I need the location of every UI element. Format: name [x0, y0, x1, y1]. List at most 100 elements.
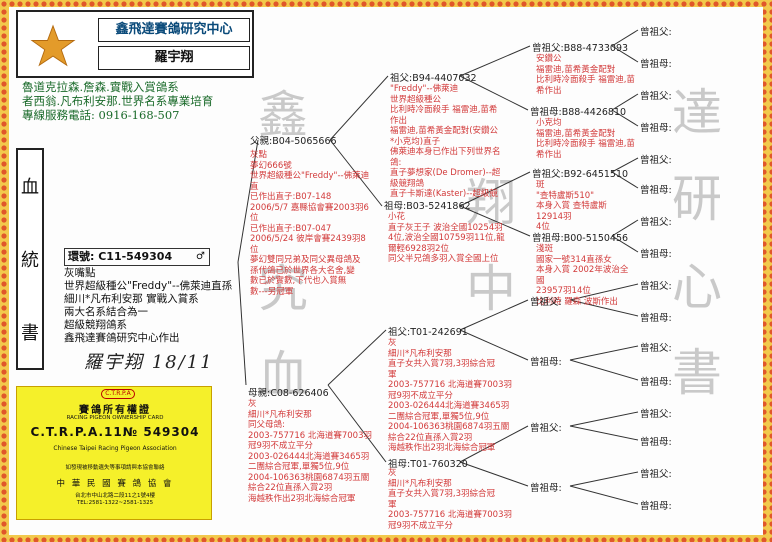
desc-line: 安鑽公: [536, 54, 562, 64]
desc-line: 世界超級種公"Freddy"--佛萊迪直: [250, 171, 370, 192]
intro-line: 者西翁.凡布利安那.世界名系專業培育: [22, 94, 214, 108]
gg-grandparent-label: 曾祖母:: [640, 377, 672, 388]
desc-line: 2006/5/24 彼岸會賽2439羽8位: [250, 234, 366, 255]
bird-info: 灰嘴點 世界超級種公"Freddy"--佛萊迪直孫 細川*凡布利安那 實戰入賞系…: [64, 267, 240, 345]
great-grandsire-1-description: 安鑽公 福雷迪,苗希黃金配對 比利時冷面殺手 福雷迪,苗 希作出: [536, 54, 636, 96]
desc-line: 冠9羽不成立平分: [388, 390, 453, 401]
desc-line: 比利時 羅森 波斯作出: [536, 296, 618, 307]
gg-grandparent-label: 曾祖父:: [640, 217, 672, 228]
desc-line: 灰: [388, 468, 397, 478]
desc-line: 2006/5/7 嘉縣協會賽2003羽6位: [250, 202, 369, 224]
desc-line: 作出: [390, 115, 408, 126]
gg-grandparent-label: 曾祖母:: [640, 185, 672, 196]
ownership-certificate: C.T.R.P.A 賽鴿所有權證 RACING PIGEON OWNERSHIP…: [16, 386, 212, 520]
desc-line: 灰點: [250, 150, 268, 160]
desc-line: 4位,波治全國10759羽11位,龍: [388, 233, 505, 243]
desc-line: 二團綜合冠軍,單獨5位,9位: [388, 411, 490, 422]
header-box: 鑫飛達賽鴿研究中心 羅宇翔: [16, 10, 254, 78]
certificate-phone: TEL:2581-1322~2581-1325: [76, 500, 154, 506]
bird-info-line: 細川*凡布利安那 實戰入賞系: [64, 293, 199, 305]
desc-line: 鴿:: [390, 157, 402, 168]
loft-name: 鑫飛達賽鴿研究中心: [98, 18, 250, 42]
desc-line: 海越秩作出2羽北海綜合冠軍: [388, 443, 496, 453]
desc-line: 2004-106363桃園6874羽五關: [388, 422, 510, 432]
certificate-title: 賽鴿所有權證: [79, 405, 151, 416]
watermark-char: 中: [466, 260, 516, 318]
intro-line: 專線服務電話: 0916-168-507: [22, 108, 180, 122]
desc-line: 爾輕6928羽2位: [388, 243, 450, 254]
desc-line: "查特盧斯510": [536, 190, 595, 201]
desc-line: 軍: [388, 499, 397, 510]
desc-line: 本身入賞 2002年波治全國: [536, 265, 629, 286]
watermark-char: 究: [258, 260, 308, 318]
desc-line: 比利時冷面殺手 福雷迪,苗: [536, 139, 635, 149]
title-char: 血: [21, 177, 39, 199]
desc-line: 2003-757716 北海道賽7003羽: [248, 430, 372, 441]
desc-line: 小克均: [536, 118, 562, 128]
desc-line: 數---另冠軍: [250, 286, 294, 297]
desc-line: 斑: [536, 180, 545, 190]
certificate-association: 中 華 民 國 賽 鴿 協 會: [56, 479, 174, 489]
association-logo: C.T.R.P.A: [101, 389, 135, 399]
watermark-char: 血: [258, 346, 308, 404]
desc-line: 直子卡斯達(Kaster)--超級競: [390, 189, 498, 199]
gg-grandparent-label: 曾祖母:: [640, 437, 672, 448]
granddam-2-description: 灰 細川*凡布利安那 直子女共入賞7羽,3羽綜合冠 軍 2003-757716 …: [388, 468, 522, 531]
great-grandsire-2-description: 斑 "查特盧斯510" 本身入賞 查特盧斯 12914羽 4位: [536, 180, 636, 233]
desc-line: 海越秩作出2羽北海綜合冠軍: [248, 493, 356, 504]
desc-line: 灰: [388, 338, 397, 348]
desc-line: 比利時冷面殺手 福雷迪,苗希: [390, 105, 498, 115]
watermark-char: 鑫: [258, 86, 308, 144]
desc-line: 2003-026444北海道賽3465羽: [248, 451, 370, 462]
desc-line: 4位: [536, 222, 550, 232]
desc-line: 本身入賞 查特盧斯 12914羽: [536, 201, 607, 222]
desc-line: 夢幻666號: [250, 160, 292, 171]
ring-number: 環號: C11-549304: [68, 250, 173, 263]
gg-grandparent-label: 曾祖父:: [640, 155, 672, 166]
signature: 羅宇翔 18/11: [84, 352, 214, 373]
desc-line: 級競翔鴿: [390, 178, 425, 189]
certificate-note: 如發現被移動遺失等事項請與本協會聯絡: [65, 465, 165, 471]
gg-grandparent-label: 曾祖母:: [640, 501, 672, 512]
desc-line: 冠9羽不成立平分: [388, 520, 453, 531]
desc-line: *小克均)直子: [390, 136, 441, 147]
great-grandsire-2-label: 曾祖父:B92-6451510: [532, 169, 629, 180]
gg-grandparent-label: 曾祖父:: [640, 91, 672, 102]
desc-line: 直子夢想家(De Dromer)--超: [390, 168, 501, 178]
desc-line: 細川*凡布利安那: [388, 478, 452, 489]
star-icon: [30, 24, 76, 67]
desc-line: 直子女共入賞7羽,3羽綜合冠: [388, 489, 496, 499]
bird-info-line: 鑫飛達賽鴿研究中心作出: [64, 332, 180, 344]
great-granddam-3-label: 曾祖母:: [530, 357, 562, 368]
great-granddam-1-label: 曾祖母:B88-4426810: [530, 107, 627, 118]
desc-line: 2004-106363桃園6874羽五關: [248, 472, 370, 483]
desc-line: 數已於實數,下代也入賞無: [250, 276, 347, 286]
desc-line: 福雷迪,苗希黃金配對: [536, 128, 616, 139]
grandsire-1-label: 祖父:B94-4407032: [390, 73, 477, 84]
desc-line: 細川*凡布利安那: [248, 409, 312, 420]
desc-line: 綜合22位直孫入賞2羽: [388, 432, 473, 443]
desc-line: 2003-026444北海道賽3465羽: [388, 401, 510, 411]
desc-line: 小花: [388, 212, 406, 222]
desc-line: 世界超級種公: [390, 94, 442, 105]
desc-line: 福雷迪,苗希黃金配對: [536, 64, 616, 75]
bird-info-line: 灰嘴點: [64, 267, 96, 279]
certificate-address: 台北市中山北路二段11之1號4樓: [75, 493, 155, 499]
gg-grandparent-label: 曾祖父:: [640, 27, 672, 38]
sire-label: 父親:B04-5065666: [250, 136, 337, 147]
title-char: 書: [21, 322, 39, 344]
desc-line: 夢幻雙同兄弟及同父異母鴿及: [250, 255, 361, 265]
desc-line: 直子灰王子 波治全國10254羽: [388, 222, 503, 233]
granddam-1-description: 小花 直子灰王子 波治全國10254羽 4位,波治全國10759羽11位,龍 爾…: [388, 212, 522, 265]
grandsire-1-description: "Freddy"--佛萊迪 世界超級種公 比利時冷面殺手 福雷迪,苗希 作出 福…: [390, 84, 520, 200]
dam-label: 母親:C08-626406: [248, 388, 329, 399]
certificate-number: C.T.R.P.A.11№ 549304: [30, 425, 200, 439]
desc-line: 同父母鴿:: [248, 420, 285, 430]
sire-description: 灰點 夢幻666號 世界超級種公"Freddy"--佛萊迪直 已作出直子:B07…: [250, 150, 372, 297]
owner-name: 羅宇翔: [98, 46, 250, 70]
watermark-char: 達: [672, 84, 722, 142]
dam-description: 灰 細川*凡布利安那 同父母鴿: 2003-757716 北海道賽7003羽 冠…: [248, 399, 372, 504]
desc-line: 軍: [388, 369, 397, 380]
loft-intro: 魯道克拉森.詹森.實戰入賞鴿系 者西翁.凡布利安那.世界名系專業培育 專線服務電…: [22, 80, 262, 122]
